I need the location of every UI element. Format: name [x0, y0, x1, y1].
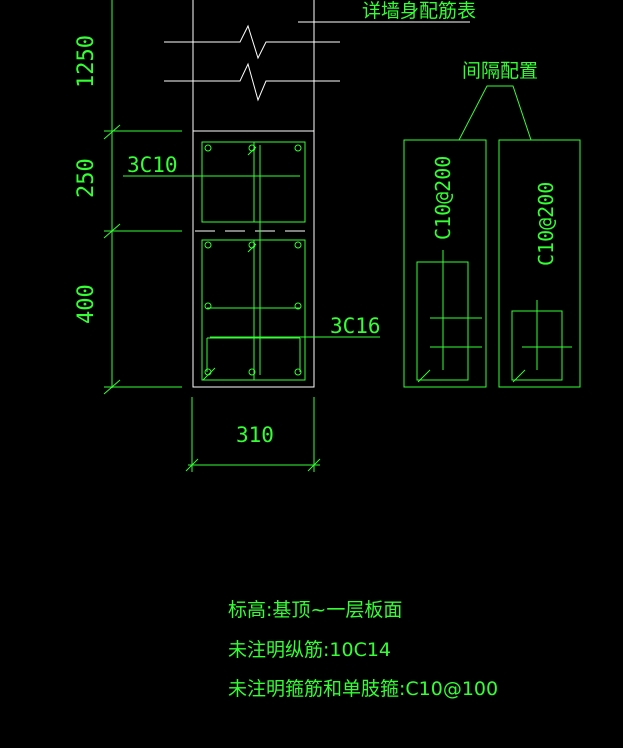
spacing-title: 间隔配置 [462, 60, 538, 82]
note-stirrup: 未注明箍筋和单肢箍:C10@100 [228, 678, 498, 700]
dim-310-label: 310 [236, 423, 274, 447]
horizontal-dimension [185, 397, 321, 472]
spacing-panel-right [498, 139, 581, 388]
header-label: 详墙身配筋表 [362, 0, 476, 22]
dim-400-label: 400 [74, 284, 99, 324]
spacing-bracket [458, 85, 532, 141]
dim-250-label: 250 [74, 158, 99, 198]
spacing-panel-left [403, 139, 487, 388]
note-longitudinal: 未注明纵筋:10C14 [228, 639, 391, 661]
note-elevation: 标高:基顶~一层板面 [228, 599, 402, 621]
panel-right-label: C10@200 [534, 182, 558, 266]
wall-upper-outline [164, 0, 340, 132]
stirrup-count-label: 3C10 [127, 153, 178, 177]
wall-section [192, 130, 315, 388]
bar-count-label: 3C16 [330, 314, 381, 338]
dim-1250-label: 1250 [74, 35, 99, 88]
panel-left-label: C10@200 [431, 156, 455, 240]
vertical-dimension [103, 0, 182, 395]
